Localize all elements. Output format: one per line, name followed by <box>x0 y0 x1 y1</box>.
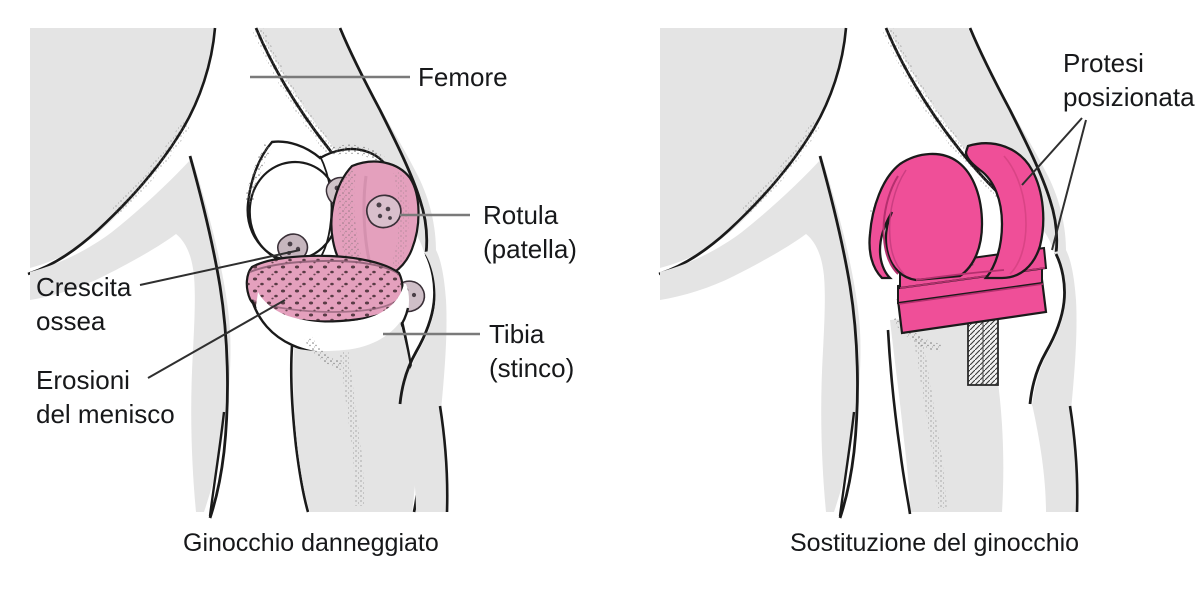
label-tibia-line2: (stinco) <box>489 353 574 383</box>
knee-lateral-skin-fill-right <box>1032 250 1077 420</box>
label-crescita-line2: ossea <box>36 306 106 336</box>
tibia-shaft-posterior <box>289 345 310 513</box>
thigh-anterior-stipple-right <box>742 121 821 216</box>
calf-contour-line-right <box>818 155 859 519</box>
label-protesi-line2: posizionata <box>1063 82 1195 112</box>
calf-contour-line <box>188 155 229 519</box>
leader-line-erosioni <box>147 299 286 379</box>
label-tibia-line1: Tibia <box>489 319 545 349</box>
caption-damaged-knee: Ginocchio danneggiato <box>183 529 439 557</box>
tibia-stipple <box>304 335 365 507</box>
femur-shaft-anterior-line-right <box>968 27 1059 255</box>
thigh-anterior-stipple <box>112 121 191 216</box>
prosthesis-group <box>868 142 1048 386</box>
panel-damaged-knee: Femore Rotula (patella) Tibia (stinco) C… <box>27 27 577 557</box>
leader-line-protesi-lower <box>1051 119 1087 251</box>
shin-anterior-skin-right <box>1032 404 1077 512</box>
calf-lower-contour <box>208 411 226 517</box>
calf-lower-contour-right <box>838 411 856 517</box>
knee-lateral-skin-fill <box>402 250 447 420</box>
prosthesis-tibial-stem <box>967 314 999 386</box>
shin-anterior-skin-line-right <box>1068 405 1079 513</box>
label-femore: Femore <box>418 62 508 92</box>
label-erosioni-line1: Erosioni <box>36 365 130 395</box>
knee-lateral-skin-contour-right <box>1028 253 1066 405</box>
tibia-stipple-right <box>892 315 947 509</box>
meniscus-group <box>245 254 404 323</box>
calf-posterior-silhouette-right <box>660 158 861 512</box>
label-rotula-line2: (patella) <box>483 234 577 264</box>
patella-osteophyte <box>365 194 402 229</box>
femur-shaft-anterior-line <box>338 27 429 255</box>
prosthesis-lateral-lobe-ridge <box>1003 155 1027 275</box>
tibia-bone <box>256 284 409 356</box>
prosthesis-condyle-inner-curve <box>882 175 899 275</box>
prosthesis-articulation-seam <box>915 269 1005 281</box>
label-protesi-line1: Protesi <box>1063 48 1144 78</box>
label-erosioni-line2: del menisco <box>36 399 175 429</box>
panel-knee-replacement: Protesi posizionata Sostituzione del gin… <box>658 27 1195 557</box>
femur-distal-stipple <box>245 144 385 203</box>
prosthesis-condyle-inner-curve-2 <box>888 169 907 275</box>
label-rotula-line1: Rotula <box>483 200 559 230</box>
label-crescita-line1: Crescita <box>36 272 132 302</box>
leader-line-protesi-upper <box>1021 117 1083 186</box>
caption-knee-replacement: Sostituzione del ginocchio <box>790 529 1079 557</box>
leader-line-crescita-ossea <box>139 249 301 286</box>
calf-posterior-silhouette <box>30 158 231 512</box>
knee-lateral-skin-contour <box>398 253 436 405</box>
thigh-posterior-silhouette-right <box>660 28 846 268</box>
tibia-shaft-posterior-right <box>886 329 912 515</box>
shin-anterior-skin <box>402 404 447 512</box>
thigh-posterior-silhouette <box>30 28 215 268</box>
prosthesis-tray-seam-2 <box>898 283 1044 305</box>
shin-anterior-skin-line <box>438 405 449 513</box>
